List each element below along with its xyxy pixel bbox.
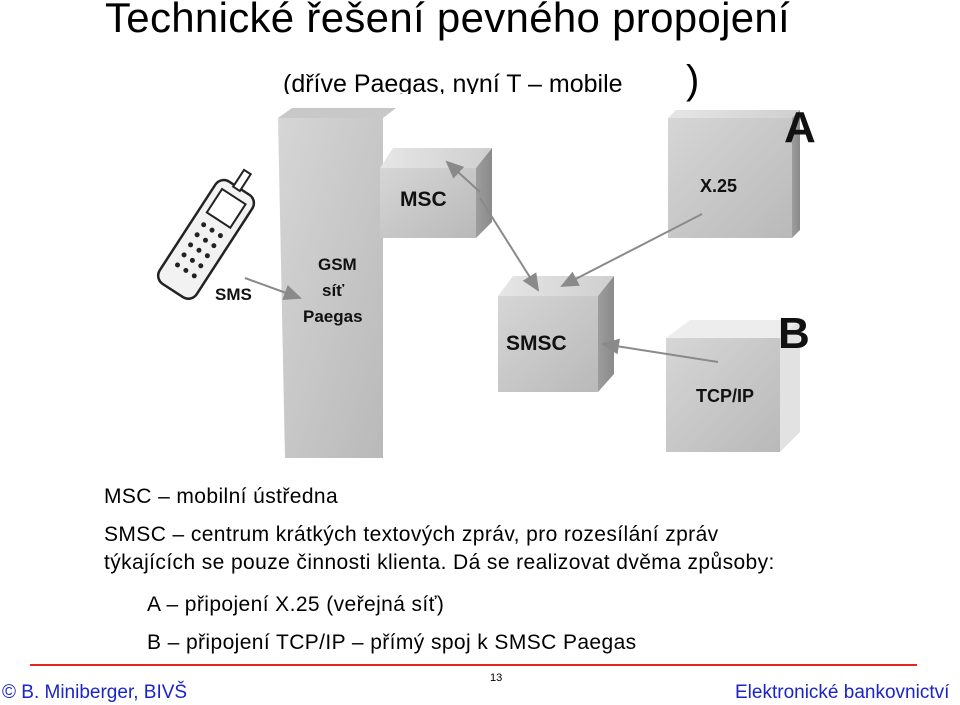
tcpip-box: [666, 320, 800, 452]
x25-label: X.25: [700, 176, 737, 196]
subtitle-close-paren: ): [686, 58, 700, 102]
footer-author: © B. Miniberger, BIVŠ: [2, 682, 188, 703]
definition-smsc-cont: týkajících se pouze činnosti klienta. Dá…: [104, 551, 775, 574]
option-a: A – připojení X.25 (veřejná síť): [147, 593, 445, 616]
arrow-tcpip-to-smsc: [601, 338, 719, 363]
page-number: 13: [490, 672, 503, 684]
subtitle-text: (dříve Paegas, nyní T – mobile: [283, 70, 623, 94]
gsm-label-line3: Paegas: [303, 307, 363, 326]
label-a: A: [784, 103, 816, 152]
arrow-msc-up: [445, 160, 481, 193]
footer-course: Elektronické bankovnictví: [735, 682, 950, 703]
gsm-network-block: [278, 108, 396, 458]
tcpip-label: TCP/IP: [696, 386, 754, 406]
gsm-label-line1: GSM: [318, 255, 357, 274]
definition-msc: MSC – mobilní ústředna: [104, 485, 339, 508]
msc-label: MSC: [400, 188, 447, 211]
sms-label: SMS: [215, 285, 252, 304]
definition-smsc: SMSC – centrum krátkých textových zpráv,…: [104, 523, 719, 546]
smsc-label: SMSC: [506, 332, 567, 355]
mobile-phone-icon: [156, 168, 256, 300]
network-diagram: A B X.25 MSC GSM síť Paegas SMS SMSC TCP…: [156, 103, 816, 458]
slide-subtitle: (dříve Paegas, nyní T – mobile: [283, 68, 713, 94]
option-b: B – připojení TCP/IP – přímý spoj k SMSC…: [147, 631, 637, 654]
label-b: B: [778, 309, 810, 358]
msc-box: [380, 148, 492, 238]
arrow-msc-to-smsc: [479, 197, 540, 292]
gsm-label-line2: síť: [322, 281, 345, 300]
arrow-sms-to-gsm: [244, 277, 302, 301]
arrow-x25-to-smsc: [560, 213, 703, 287]
x25-box: [668, 110, 800, 238]
slide-title: Technické řešení pevného propojení: [105, 0, 790, 41]
footer-rule: [30, 664, 917, 666]
